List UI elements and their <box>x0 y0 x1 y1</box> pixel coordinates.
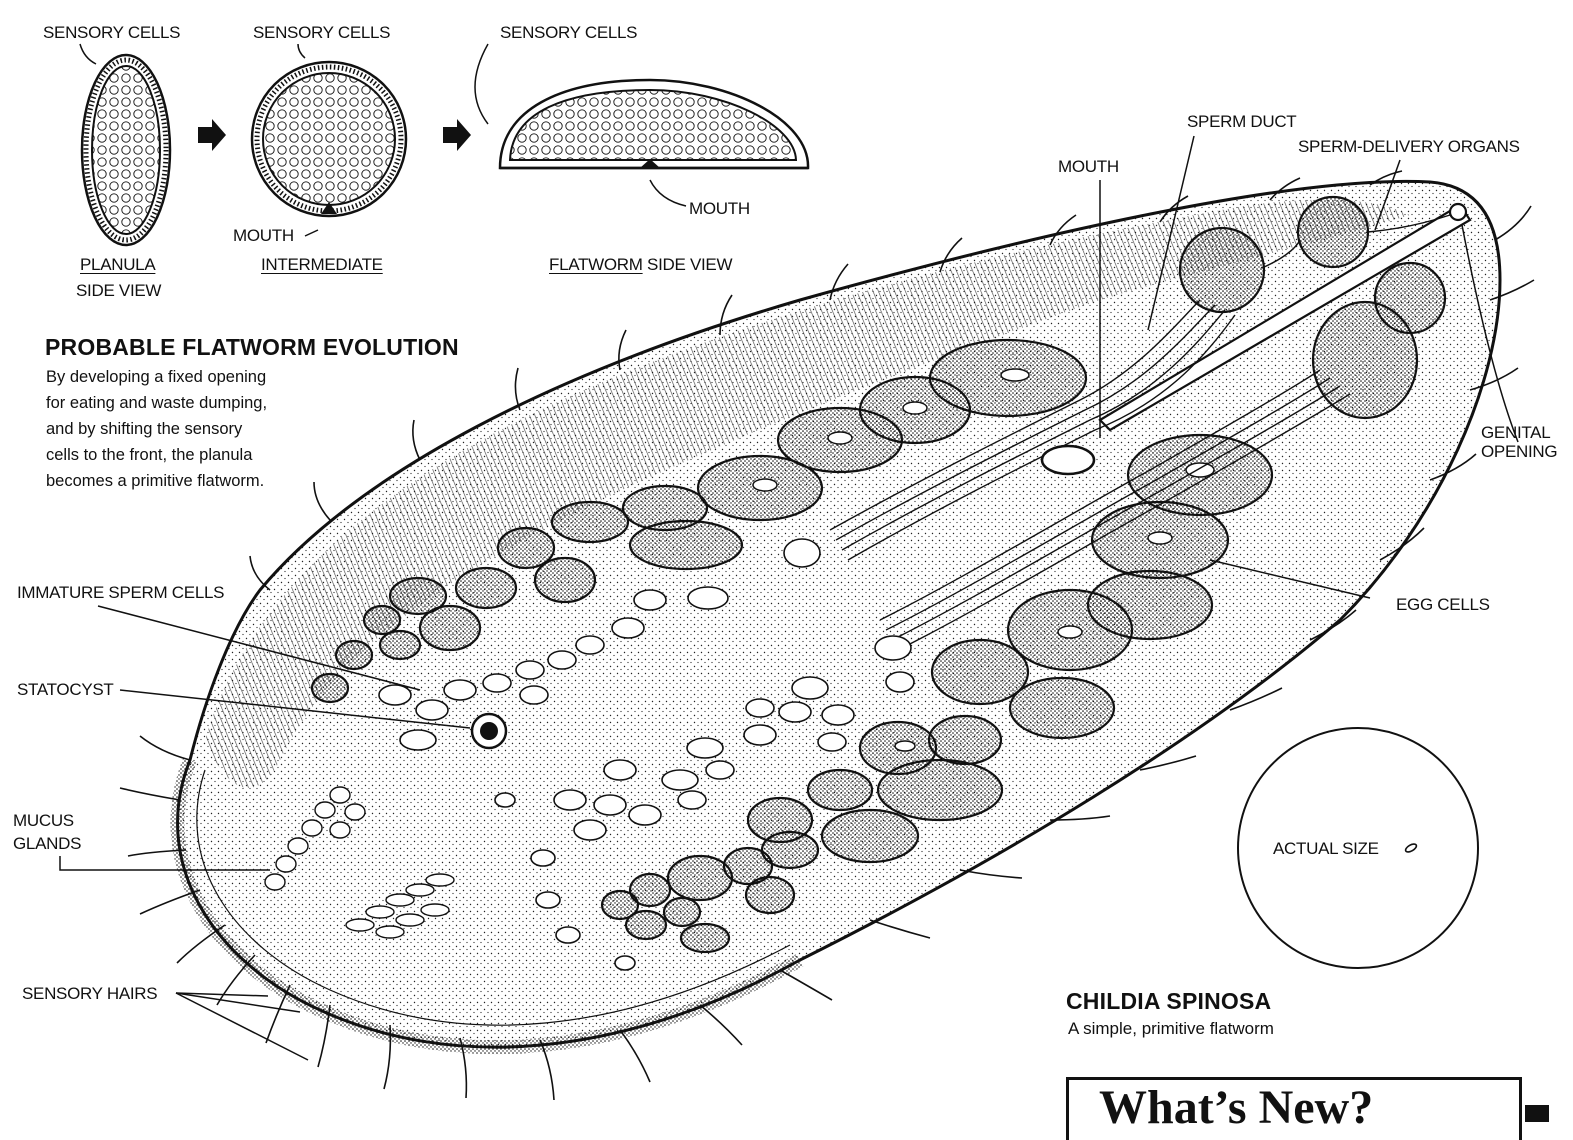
evolution-line: for eating and waste dumping, <box>46 390 267 416</box>
species-name: CHILDIA SPINOSA <box>1066 988 1271 1015</box>
flatworm-mouth-label: MOUTH <box>689 200 750 217</box>
mouth-opening <box>1042 446 1094 474</box>
genital-opening-label-2: OPENING <box>1481 443 1557 460</box>
intermediate-name: INTERMEDIATE <box>261 256 383 273</box>
evolution-line: becomes a primitive flatworm. <box>46 468 267 494</box>
whats-new-banner[interactable]: What’s New? <box>1066 1077 1522 1140</box>
intermediate-sensory-cells-label: SENSORY CELLS <box>253 24 390 41</box>
sperm-duct-label: SPERM DUCT <box>1187 113 1296 130</box>
sperm-delivery-organs-label: SPERM-DELIVERY ORGANS <box>1298 138 1520 155</box>
evolution-line: By developing a fixed opening <box>46 364 267 390</box>
planula-name: PLANULA <box>80 256 155 273</box>
banner-arrow-icon <box>1525 1105 1549 1122</box>
immature-sperm-cells-label: IMMATURE SPERM CELLS <box>17 584 224 601</box>
evolution-line: cells to the front, the planula <box>46 442 267 468</box>
flatworm-side-view-caption: FLATWORM SIDE VIEW <box>549 256 732 273</box>
flatworm-sensory-cells-label: SENSORY CELLS <box>500 24 637 41</box>
evolution-heading: PROBABLE FLATWORM EVOLUTION <box>45 334 459 361</box>
flatworm-side-figure <box>500 80 808 168</box>
egg-cells-label: EGG CELLS <box>1396 596 1490 613</box>
sensory-hairs-label: SENSORY HAIRS <box>22 985 157 1002</box>
statocyst-label: STATOCYST <box>17 681 113 698</box>
planula-figure <box>82 55 170 245</box>
genital-opening-label-1: GENITAL <box>1481 424 1550 441</box>
statocyst <box>472 714 506 748</box>
flatworm-name: FLATWORM <box>549 255 643 274</box>
evolution-paragraph: By developing a fixed opening for eating… <box>46 364 267 494</box>
planula-sensory-cells-label: SENSORY CELLS <box>43 24 180 41</box>
intermediate-figure <box>252 62 406 216</box>
species-description: A simple, primitive flatworm <box>1068 1019 1274 1039</box>
mucus-glands-label-2: GLANDS <box>13 835 81 852</box>
actual-size-label: ACTUAL SIZE <box>1273 840 1379 857</box>
intermediate-mouth-label: MOUTH <box>233 227 294 244</box>
planula-view: SIDE VIEW <box>76 282 161 299</box>
mucus-glands-label-1: MUCUS <box>13 812 74 829</box>
mouth-label: MOUTH <box>1058 158 1119 175</box>
whats-new-title: What’s New? <box>1099 1084 1373 1132</box>
arrow-icon <box>443 119 471 151</box>
arrow-icon <box>198 119 226 151</box>
flatworm-view: SIDE VIEW <box>647 255 732 274</box>
evolution-line: and by shifting the sensory <box>46 416 267 442</box>
